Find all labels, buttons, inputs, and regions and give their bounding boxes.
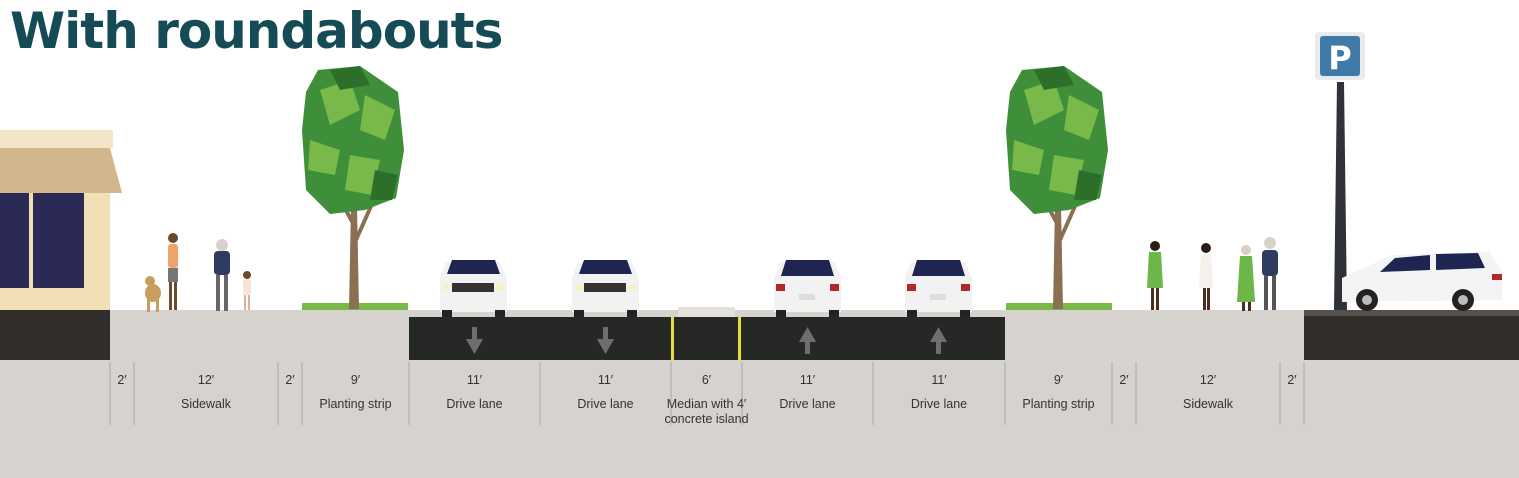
median-island — [678, 307, 735, 317]
segment-width: 11′ — [931, 373, 947, 387]
segment-label: 9′ Planting strip — [1005, 373, 1112, 412]
car-lane-2 — [572, 260, 639, 317]
pedestrian-elderly — [214, 239, 230, 311]
pedestrian-child — [243, 271, 251, 310]
lane-arrow-up-2 — [930, 327, 947, 354]
segment-label: 11′ Drive lane — [873, 373, 1005, 412]
parked-car — [1342, 252, 1502, 311]
segment-name: Sidewalk — [180, 397, 232, 411]
segment-width: 9′ — [1053, 373, 1064, 387]
median-line-right — [738, 317, 741, 360]
segment-name: Drive lane — [577, 397, 634, 411]
segment-label: 2′ — [1112, 373, 1136, 397]
car-lane-4 — [774, 260, 841, 317]
segment-label: 12′ Sidewalk — [1136, 373, 1280, 412]
segment-name: Planting strip — [319, 397, 392, 411]
segment-label: 2′ — [110, 373, 134, 397]
segment-label: 12′ Sidewalk — [134, 373, 278, 412]
parking-sign-letter: P — [1328, 39, 1351, 77]
tree-left — [302, 66, 404, 309]
car-lane-5 — [905, 260, 972, 317]
segment-width: 11′ — [799, 373, 816, 387]
segment-width: 11′ — [597, 373, 614, 387]
segment-width: 2′ — [285, 373, 295, 387]
right-curb-top — [1304, 310, 1519, 316]
segment-name: Planting strip — [1022, 397, 1095, 411]
roadway — [409, 317, 1005, 360]
segment-width: 2′ — [1287, 373, 1297, 387]
segment-name: Median with 4′ concrete island — [664, 397, 749, 426]
segment-name: Drive lane — [446, 397, 503, 411]
right-curb — [1304, 310, 1519, 360]
left-curb — [0, 310, 110, 360]
pedestrian-group-right — [1147, 237, 1278, 311]
tree-right — [1006, 66, 1108, 309]
segment-name: Drive lane — [910, 397, 968, 411]
segment-label: 2′ — [278, 373, 302, 397]
segment-width: 12′ — [1199, 373, 1217, 387]
segment-name: Sidewalk — [1182, 397, 1234, 411]
segment-width: 12′ — [197, 373, 215, 387]
car-lane-1 — [440, 260, 507, 317]
segment-label: 6′ Median with 4′ concrete island — [659, 373, 754, 427]
segment-dividers — [109, 362, 1305, 425]
pedestrian-with-dog — [145, 233, 178, 312]
segment-label: 11′ Drive lane — [540, 373, 671, 412]
segment-label: 11′ Drive lane — [409, 373, 540, 412]
segment-label: 2′ — [1280, 373, 1304, 397]
median-line-left — [671, 317, 674, 360]
lane-arrow-down-1 — [466, 327, 483, 354]
lane-arrow-up-1 — [799, 327, 816, 354]
lane-arrow-down-2 — [597, 327, 614, 354]
segment-width: 11′ — [466, 373, 483, 387]
segment-width: 9′ — [350, 373, 361, 387]
segment-name: Drive lane — [779, 397, 836, 411]
parking-sign: P — [1315, 32, 1365, 310]
segment-label: 9′ Planting strip — [302, 373, 409, 412]
segment-width: 6′ — [701, 373, 712, 387]
segment-label: 11′ Drive lane — [742, 373, 873, 412]
page-title: With roundabouts — [10, 2, 503, 60]
segment-width: 2′ — [117, 373, 127, 387]
storefront-building — [0, 130, 122, 310]
segment-width: 2′ — [1119, 373, 1129, 387]
